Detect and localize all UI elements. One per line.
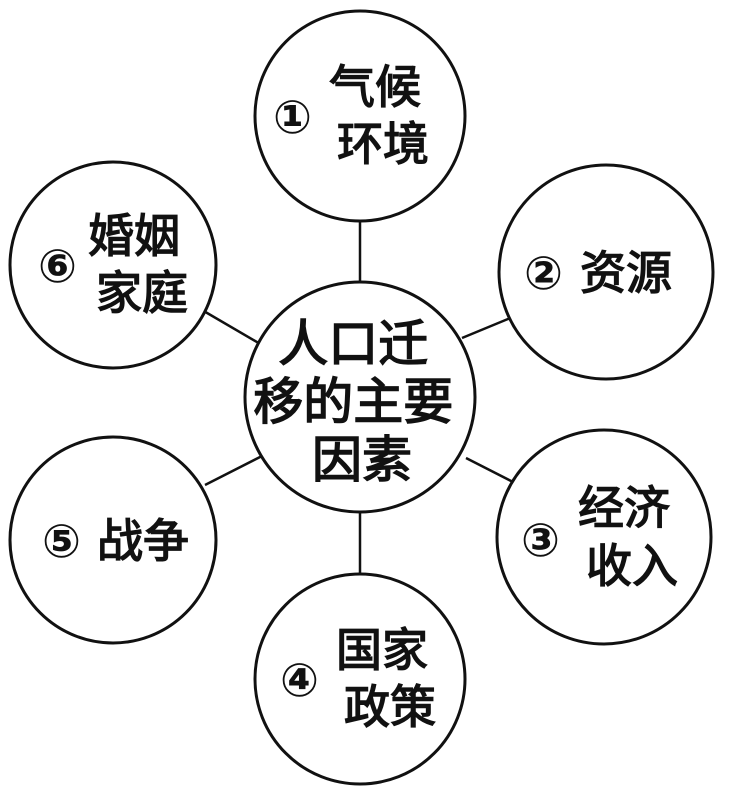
factor-marker: ⑤ [42,514,81,568]
factor-label-line-1: 气候 [329,60,421,114]
factor-label: 气候 环境 [329,60,437,171]
factor-label-line-2: 收入 [586,539,678,593]
factor-node-income: ③ 经济 收入 [495,428,713,646]
factor-label-line-2: 家庭 [96,266,188,320]
factor-node-policy: ④ 国家 政策 [253,572,467,786]
center-label-line-3: 因素 [312,431,412,489]
connector-income [465,456,514,484]
factor-marker: ③ [521,513,560,567]
factor-label: 经济 收入 [578,481,686,593]
factor-label-line-1: 资源 [580,246,672,300]
factor-label: 战争 [97,514,189,568]
factor-marker: ⑥ [38,239,77,293]
factor-marker: ② [524,246,563,300]
factor-node-war: ⑤ 战争 [8,435,218,645]
factor-label: 国家 政策 [336,623,444,734]
factor-label-line-1: 经济 [578,481,671,535]
factor-node-climate: ① 气候 环境 [253,9,467,223]
center-label-line-1: 人口迁 [278,315,428,373]
factor-node-resources: ② 资源 [497,163,715,381]
factor-marker: ④ [280,653,319,707]
center-node: 人口迁 移的主要 因素 [243,280,477,514]
factor-marker: ① [273,90,312,144]
connector-marriage [201,308,263,347]
factor-label-line-1: 国家 [336,623,428,677]
factor-label-line-2: 环境 [337,117,429,171]
factor-label-line-2: 政策 [344,680,436,734]
factor-label: 资源 [580,246,672,300]
center-label: 人口迁 移的主要 因素 [253,315,470,489]
factor-node-marriage: ⑥ 婚姻 家庭 [8,160,218,370]
connector-war [204,453,265,487]
factor-label-line-1: 战争 [97,514,189,568]
factor-label: 婚姻 家庭 [88,209,196,320]
factor-label-line-1: 婚姻 [88,209,180,263]
center-label-line-2: 移的主要 [253,373,453,431]
